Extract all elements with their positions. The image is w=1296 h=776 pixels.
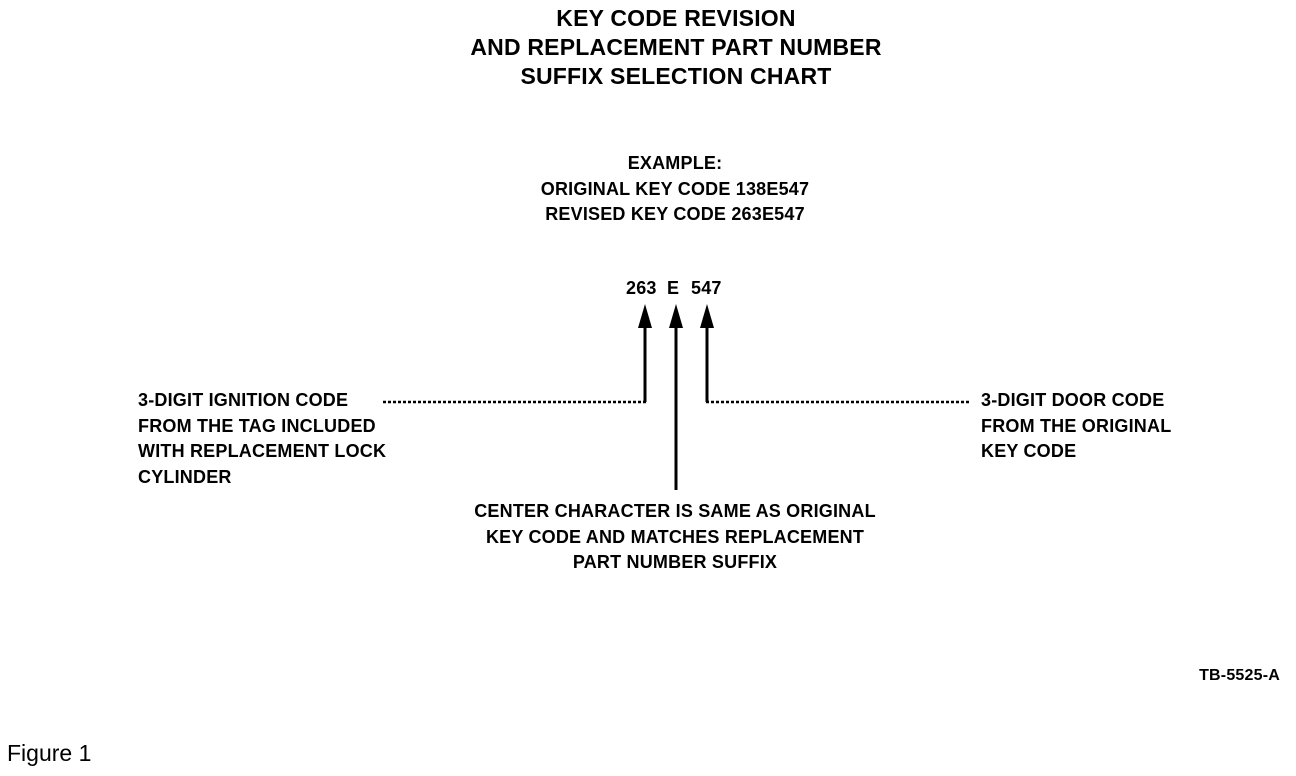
chart-title: KEY CODE REVISION AND REPLACEMENT PART N… bbox=[0, 4, 1296, 91]
door-code-digits: 547 bbox=[691, 278, 722, 298]
ignition-code-label: 3-DIGIT IGNITION CODE FROM THE TAG INCLU… bbox=[138, 388, 386, 490]
ignition-label-line: FROM THE TAG INCLUDED bbox=[138, 415, 376, 436]
figure-caption: Figure 1 bbox=[7, 740, 92, 766]
center-label-line: KEY CODE AND MATCHES REPLACEMENT bbox=[485, 526, 865, 547]
center-character-label: CENTER CHARACTER IS SAME AS ORIGINAL KEY… bbox=[400, 499, 950, 576]
title-line-1: KEY CODE REVISION bbox=[556, 5, 796, 31]
center-character: E bbox=[667, 278, 680, 298]
ignition-arrow bbox=[382, 304, 652, 404]
door-label-line: 3-DIGIT DOOR CODE bbox=[981, 390, 1165, 410]
title-line-3: SUFFIX SELECTION CHART bbox=[520, 63, 832, 89]
door-label-line: FROM THE ORIGINAL bbox=[981, 415, 1172, 436]
example-heading: EXAMPLE: bbox=[627, 153, 723, 173]
ignition-code-digits: 263 bbox=[626, 278, 657, 298]
title-line-2: AND REPLACEMENT PART NUMBER bbox=[470, 34, 882, 60]
center-label-line: PART NUMBER SUFFIX bbox=[572, 552, 778, 572]
example-block: EXAMPLE: ORIGINAL KEY CODE 138E547 REVIS… bbox=[450, 151, 900, 228]
door-label-line: KEY CODE bbox=[981, 441, 1077, 461]
center-label-line: CENTER CHARACTER IS SAME AS ORIGINAL bbox=[474, 501, 876, 521]
ignition-label-line: WITH REPLACEMENT LOCK bbox=[138, 441, 387, 461]
center-arrow bbox=[669, 304, 683, 490]
door-arrow bbox=[700, 304, 970, 404]
ignition-label-line: 3-DIGIT IGNITION CODE bbox=[138, 390, 349, 410]
door-code-label: 3-DIGIT DOOR CODE FROM THE ORIGINAL KEY … bbox=[981, 388, 1171, 465]
example-original-code: ORIGINAL KEY CODE 138E547 bbox=[540, 178, 810, 199]
figure-reference-id: TB-5525-A bbox=[1199, 667, 1280, 684]
example-revised-code: REVISED KEY CODE 263E547 bbox=[545, 204, 805, 224]
ignition-label-line: CYLINDER bbox=[138, 466, 232, 487]
